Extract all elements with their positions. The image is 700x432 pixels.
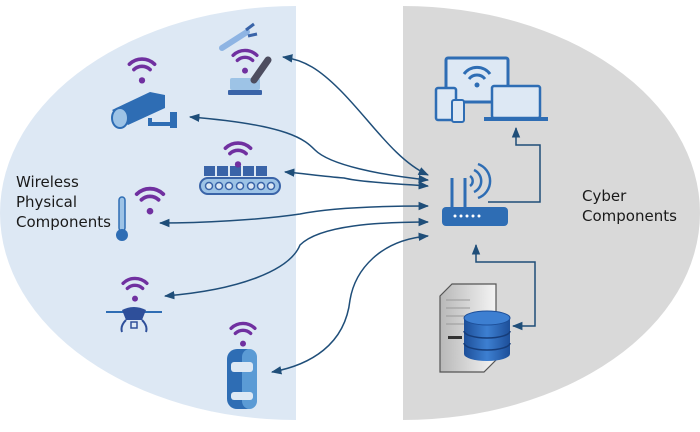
robot-arm-component: [219, 22, 272, 95]
cyber-label-line-1: Cyber: [582, 187, 627, 205]
multi-device-icon: [434, 56, 548, 123]
arrow-router-to-devices: [488, 126, 541, 203]
car-component: [227, 321, 257, 409]
server-database-icon: [439, 283, 511, 373]
connections: [158, 54, 541, 375]
physical-components-label: Wireless Physical Components: [16, 172, 111, 232]
thermometer-icon: [116, 196, 128, 241]
cyber-label-line-2: Components: [582, 207, 677, 225]
physical-label-line-2: Physical: [16, 193, 78, 211]
thermometer-component: [116, 186, 166, 241]
conveyor-component: [199, 141, 281, 195]
router-icon: [442, 162, 508, 226]
cctv-camera-icon: [111, 92, 177, 129]
wifi-icon: [127, 57, 157, 84]
arrow-car: [270, 232, 430, 375]
robot-arm-icon: [219, 22, 272, 95]
wifi-icon: [223, 141, 253, 168]
car-icon: [227, 349, 257, 409]
wifi-icon: [121, 276, 149, 302]
cyber-components-label: Cyber Components: [582, 186, 677, 226]
physical-label-line-3: Components: [16, 213, 111, 231]
physical-label-line-1: Wireless: [16, 173, 79, 191]
wifi-icon: [231, 48, 259, 74]
drone-component: [106, 276, 162, 333]
drone-icon: [106, 307, 162, 333]
conveyor-belt-icon: [199, 166, 281, 195]
camera-component: [111, 57, 177, 129]
wifi-icon: [229, 321, 257, 347]
wifi-icon: [134, 186, 166, 215]
arrow-server-router: [471, 243, 536, 331]
arrow-conveyor: [283, 168, 430, 190]
